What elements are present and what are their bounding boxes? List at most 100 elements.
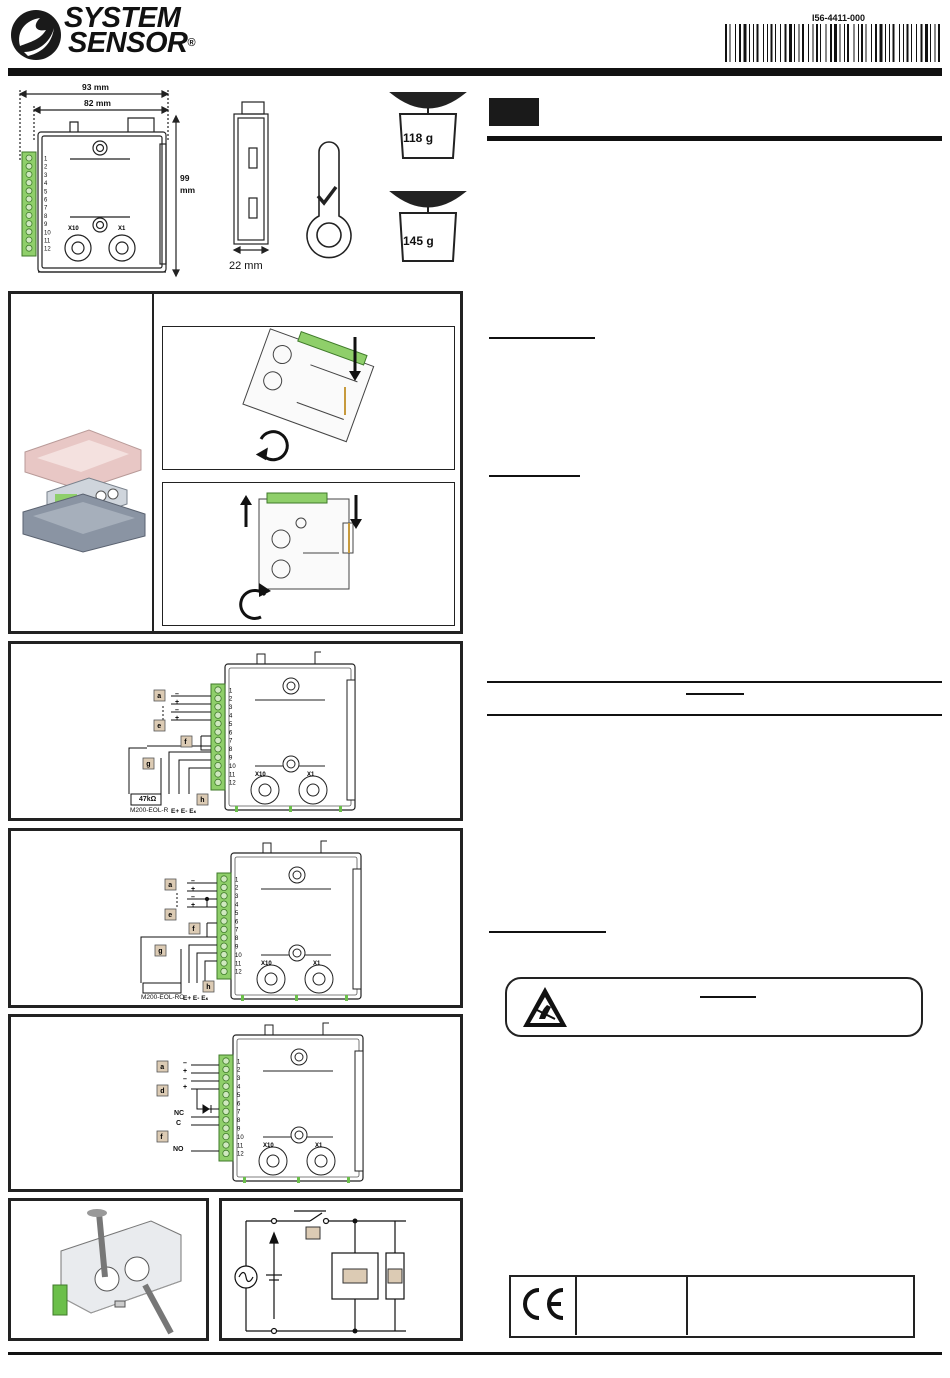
wiring-label-letter: a [157, 693, 161, 700]
section-rule [487, 136, 942, 141]
weight-scale-icon-1 [389, 92, 467, 159]
terminal-number: 6 [235, 919, 239, 925]
terminal-screw [220, 875, 228, 883]
polarity-mark: + [183, 1068, 187, 1075]
terminal-screw [25, 195, 33, 203]
terminal-number: 5 [235, 911, 239, 917]
terminal-screw [214, 762, 222, 770]
terminal-screw [214, 728, 222, 736]
barcode [725, 24, 941, 62]
terminal-screw [25, 236, 33, 244]
width-inner-label: 82 mm [84, 98, 111, 108]
terminal-number: 2 [44, 165, 48, 171]
terminal-number: 10 [235, 953, 242, 959]
wiring-label-letter: g [146, 761, 150, 768]
weight-scale-icon-2 [389, 191, 467, 262]
heading-underline-3 [686, 693, 744, 695]
mounting-step-2-diagram [239, 492, 362, 620]
wiring-label-letter: a [168, 882, 172, 889]
terminal-screw [220, 883, 228, 892]
barcode-bar [879, 24, 883, 62]
terminal-screw [220, 951, 228, 959]
brand-logo [6, 6, 206, 64]
address-setting-panel [8, 1198, 209, 1341]
switch-x1-label: X1 [315, 1143, 323, 1149]
barcode-bar [871, 24, 872, 62]
barcode-bar [925, 24, 928, 62]
wiring-label-letter: e [157, 723, 161, 730]
barcode-bar [889, 24, 890, 62]
terminal-number: 1 [235, 877, 239, 883]
barcode-bar [798, 24, 800, 62]
installation-panel [8, 291, 463, 634]
barcode-bar [808, 24, 809, 62]
terminal-screw [220, 959, 228, 967]
terminal-screw [25, 154, 33, 162]
wiring-label-box [153, 689, 166, 702]
footer-rule [8, 1352, 942, 1355]
barcode-bar [780, 24, 781, 62]
wiring-label-box [202, 980, 215, 993]
wiring-label-box [180, 735, 193, 748]
terminal-screw [220, 900, 228, 908]
output-terminals-label: E+ E- Eₛ [171, 808, 197, 815]
terminal-number: 10 [237, 1135, 244, 1141]
terminal-screw [220, 934, 228, 942]
barcode-bar [899, 24, 900, 62]
esd-warning-icon [523, 987, 567, 1027]
terminal-screw [214, 770, 222, 778]
terminal-screw [222, 1074, 230, 1082]
panel-divider [152, 294, 154, 631]
barcode-bar [844, 24, 845, 62]
barcode-bar [839, 24, 841, 62]
divider-bottom [487, 714, 942, 716]
terminal-screw [25, 187, 33, 195]
resistor-value: 47kΩ [139, 796, 157, 803]
terminal-number: 7 [44, 206, 48, 212]
barcode-bar [853, 24, 855, 62]
wiring-label-box [188, 922, 201, 935]
terminal-screw [25, 203, 33, 211]
terminal-number: 3 [235, 894, 239, 900]
terminal-screw [222, 1149, 230, 1157]
wiring-label-box [154, 944, 167, 957]
barcode-bar [911, 24, 912, 62]
terminal-screw [222, 1082, 230, 1090]
eol-part-label-2: M200-EOL-RO [141, 994, 185, 1001]
barcode-bar [725, 24, 727, 62]
terminal-screw [222, 1141, 230, 1149]
brand-name: SYSTEM SENSOR® [64, 4, 196, 58]
terminal-screw [214, 745, 222, 753]
module-side-view [232, 101, 270, 254]
barcode-bar [906, 24, 909, 62]
terminal-screw [222, 1107, 230, 1116]
terminal-number: 12 [235, 970, 242, 976]
terminal-screw [214, 694, 222, 703]
switch-x10-label: X10 [263, 1143, 274, 1149]
mounting-step-1-diagram [242, 328, 375, 462]
terminal-screw [222, 1133, 230, 1141]
terminal-number: 12 [44, 247, 51, 253]
wiring-label-box [164, 908, 177, 921]
wiring-label-letter: d [160, 1088, 164, 1095]
barcode-bar [920, 24, 923, 62]
barcode-bar [847, 24, 849, 62]
switch-x1-label: X1 [313, 961, 321, 967]
barcode-bar [763, 24, 764, 62]
barcode-bar [816, 24, 818, 62]
wiring-label-box [164, 878, 177, 891]
barcode-bar [802, 24, 804, 62]
terminal-number: 7 [237, 1110, 241, 1116]
terminal-screw [222, 1099, 230, 1107]
terminal-number: 2 [235, 886, 239, 892]
barcode-bar [756, 24, 759, 62]
terminal-screw [222, 1065, 230, 1074]
terminal-screw [220, 892, 228, 900]
terminal-screw [220, 967, 228, 975]
relay-nc-label: NC [174, 1110, 185, 1117]
terminal-number: 10 [229, 764, 236, 770]
polarity-mark: – [191, 878, 195, 885]
